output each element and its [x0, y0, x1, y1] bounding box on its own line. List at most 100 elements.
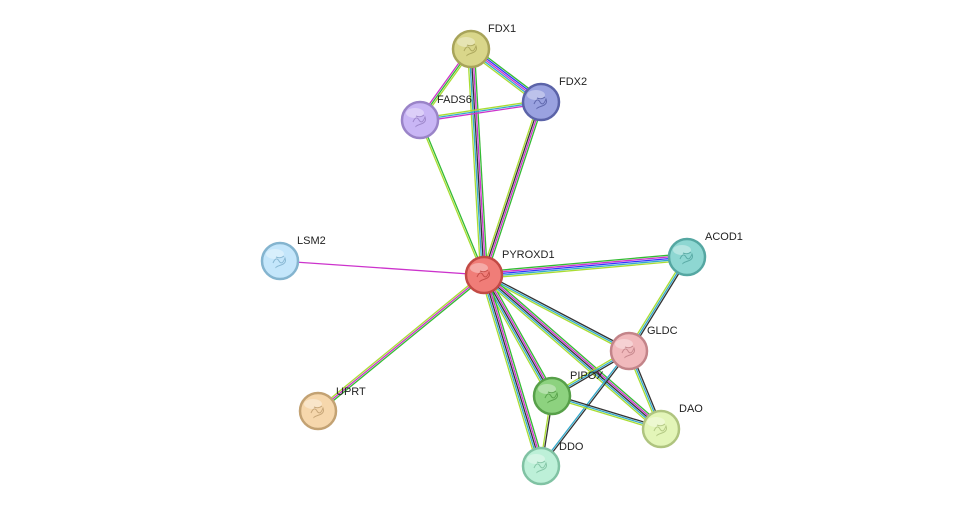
- node-circle[interactable]: [609, 331, 649, 371]
- edge-evidence-line: [484, 272, 631, 351]
- node-acod1[interactable]: ACOD1: [667, 231, 743, 277]
- edge-PYROXD1-ACOD1[interactable]: [483, 252, 688, 280]
- edge-evidence-line: [420, 103, 542, 123]
- edge-FADS6-PYROXD1[interactable]: [418, 119, 486, 276]
- node-circle[interactable]: [641, 409, 681, 449]
- edge-FDX2-PYROXD1[interactable]: [480, 100, 545, 277]
- edge-FDX1-PYROXD1[interactable]: [466, 48, 489, 276]
- edge-evidence-line: [472, 48, 487, 275]
- edge-PYROXD1-DAO[interactable]: [481, 271, 664, 433]
- node-highlight: [304, 399, 322, 409]
- node-highlight: [538, 384, 556, 394]
- edge-evidence-line: [279, 260, 485, 276]
- edge-evidence-line: [484, 102, 543, 276]
- protein-structure-icon: [412, 114, 426, 128]
- node-label: DDO: [559, 441, 584, 453]
- edge-evidence-line: [541, 351, 631, 467]
- node-ddo[interactable]: DDO: [521, 441, 584, 486]
- edge-evidence-line: [484, 259, 688, 280]
- node-highlight: [457, 37, 475, 47]
- protein-structure-icon: [621, 345, 635, 359]
- node-circle[interactable]: [667, 237, 707, 277]
- edge-evidence-line: [486, 273, 556, 395]
- edge-evidence-line: [473, 48, 489, 275]
- edge-evidence-line: [483, 252, 687, 273]
- node-circle[interactable]: [521, 82, 561, 122]
- edge-LSM2-PYROXD1[interactable]: [279, 260, 485, 276]
- protein-structure-icon: [679, 251, 693, 265]
- node-pipox[interactable]: PIPOX: [532, 370, 604, 416]
- node-highlight: [470, 263, 488, 273]
- node-circle[interactable]: [464, 255, 504, 295]
- edge-evidence-line: [318, 275, 486, 413]
- edge-evidence-line: [483, 274, 542, 467]
- node-circle[interactable]: [400, 100, 440, 140]
- protein-structure-icon: [310, 405, 324, 419]
- protein-structure-icon: [463, 43, 477, 57]
- protein-structure-icon: [544, 390, 558, 404]
- edge-evidence-line: [418, 120, 484, 276]
- node-dao[interactable]: DAO: [641, 403, 703, 449]
- protein-structure-icon: [476, 269, 490, 283]
- node-fdx1[interactable]: FDX1: [451, 23, 516, 69]
- node-highlight: [266, 249, 284, 259]
- node-highlight: [406, 108, 424, 118]
- node-label: PYROXD1: [502, 249, 555, 261]
- node-circle[interactable]: [260, 241, 300, 281]
- protein-structure-icon: [533, 460, 547, 474]
- edge-PYROXD1-UPRT[interactable]: [316, 273, 486, 413]
- edge-evidence-line: [484, 258, 688, 278]
- node-label: FDX1: [488, 23, 516, 35]
- protein-structure-icon: [653, 423, 667, 437]
- edge-PYROXD1-DDO[interactable]: [480, 273, 545, 468]
- node-label: LSM2: [297, 235, 326, 247]
- edge-evidence-line: [482, 101, 541, 275]
- edge-evidence-line: [483, 274, 662, 430]
- node-label: ACOD1: [705, 231, 743, 243]
- node-gldc[interactable]: GLDC: [609, 325, 678, 371]
- node-circle[interactable]: [451, 29, 491, 69]
- node-label: DAO: [679, 403, 703, 415]
- edge-evidence-line: [419, 101, 542, 121]
- node-label: FADS6: [437, 94, 472, 106]
- node-label: GLDC: [647, 325, 678, 337]
- edge-evidence-line: [484, 273, 555, 396]
- edge-evidence-line: [485, 274, 544, 466]
- node-fads6[interactable]: FADS6: [400, 94, 472, 140]
- edge-evidence-line: [419, 99, 541, 119]
- node-circle[interactable]: [532, 376, 572, 416]
- node-label: PIPOX: [570, 370, 604, 382]
- edge-evidence-line: [470, 48, 485, 276]
- node-highlight: [673, 245, 691, 255]
- node-highlight: [527, 90, 545, 100]
- edge-evidence-line: [484, 273, 663, 429]
- edge-evidence-line: [482, 275, 629, 354]
- node-circle[interactable]: [521, 446, 561, 486]
- edge-FDX2-FADS6[interactable]: [419, 99, 542, 123]
- node-fdx2[interactable]: FDX2: [521, 76, 587, 122]
- edge-evidence-line: [481, 277, 660, 433]
- edge-evidence-line: [317, 274, 485, 412]
- node-highlight: [527, 454, 545, 464]
- protein-structure-icon: [533, 96, 547, 110]
- edge-evidence-line: [466, 49, 482, 276]
- edge-evidence-line: [481, 275, 540, 467]
- node-lsm2[interactable]: LSM2: [260, 235, 326, 281]
- edge-evidence-line: [486, 273, 545, 466]
- edge-evidence-line: [483, 256, 688, 276]
- edge-evidence-line: [480, 275, 539, 468]
- edge-evidence-line: [316, 273, 484, 411]
- edge-PYROXD1-GLDC[interactable]: [482, 272, 631, 354]
- node-label: FDX2: [559, 76, 587, 88]
- node-pyroxd1[interactable]: PYROXD1: [464, 249, 555, 295]
- edge-evidence-line: [483, 254, 687, 274]
- node-circle[interactable]: [298, 391, 338, 431]
- edge-evidence-line: [482, 275, 661, 431]
- edge-evidence-line: [483, 274, 630, 352]
- edge-evidence-line: [485, 102, 545, 277]
- node-uprt[interactable]: UPRT: [298, 386, 366, 431]
- node-highlight: [615, 339, 633, 349]
- edge-evidence-line: [485, 271, 664, 427]
